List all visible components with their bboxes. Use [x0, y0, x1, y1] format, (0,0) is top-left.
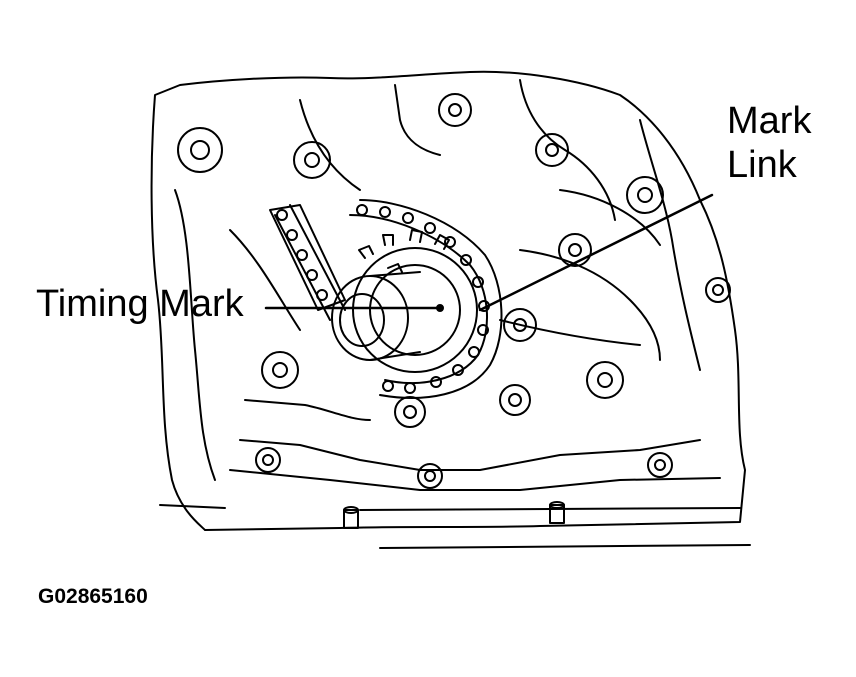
engine-block: [150, 70, 751, 549]
chain-link-pins: [276, 204, 490, 394]
mark-link-leader: [478, 193, 714, 312]
mounting-studs: [343, 501, 565, 529]
timing-chain: [274, 199, 503, 399]
figure-code: G02865160: [38, 585, 148, 608]
mark-link-callout-line1: Mark: [727, 100, 812, 142]
sprocket: [352, 229, 478, 373]
mark-link-callout-line2: Link: [727, 143, 797, 186]
mark-link-callout: Mark Link: [727, 100, 811, 187]
camshaft-hub: [331, 263, 461, 361]
bolt-bosses: [177, 93, 731, 489]
timing-mark-callout: Timing Mark: [36, 283, 244, 325]
